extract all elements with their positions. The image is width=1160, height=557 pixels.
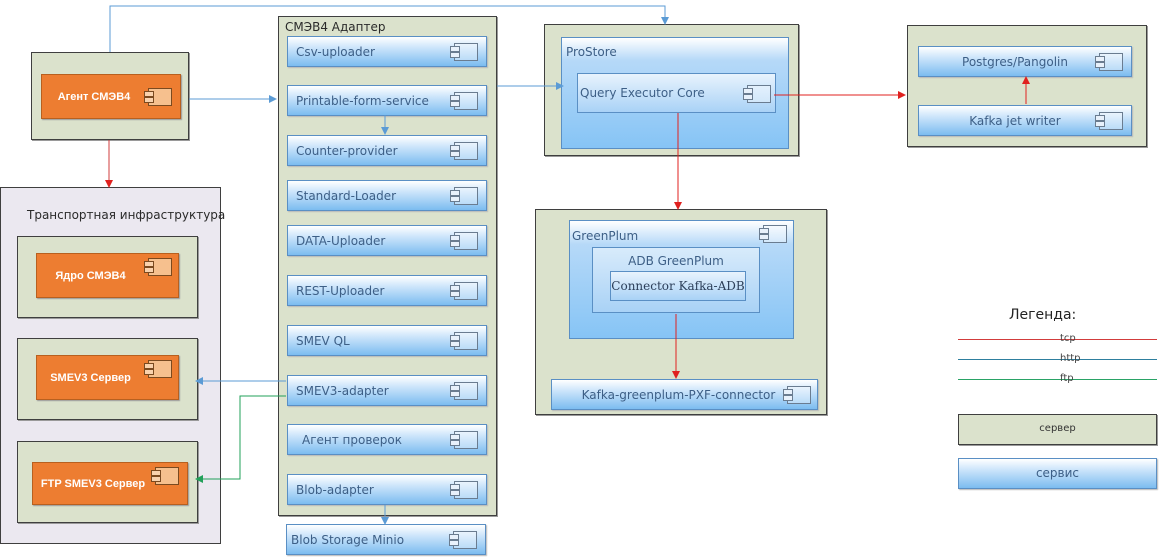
service-standard-loader[interactable]: Standard-Loader	[287, 180, 487, 211]
service-label: Blob-adapter	[296, 482, 374, 497]
service-label: Csv-uploader	[296, 44, 375, 59]
postgres-label: Postgres/Pangolin	[962, 54, 1068, 69]
service-rest-uploader[interactable]: REST-Uploader	[287, 275, 487, 306]
component-icon	[144, 258, 172, 276]
service-label: Counter-provider	[296, 143, 398, 158]
component-icon	[743, 85, 771, 103]
adb-greenplum-label: ADB GreenPlum	[628, 254, 724, 268]
adb-greenplum[interactable]: ADB GreenPlum Connector Kafka-ADB	[592, 247, 760, 313]
core-server: Ядро СМЭВ4	[17, 236, 198, 318]
ftp-smev3-server[interactable]: FTP SMEV3 Сервер	[32, 462, 188, 505]
legend-title: Легенда:	[1009, 307, 1077, 323]
legend-service-label: сервис	[1035, 466, 1080, 480]
legend-server-label: сервер	[1039, 423, 1076, 434]
legend-ftp-line	[958, 379, 1157, 380]
service-label: Printable-form-service	[296, 93, 429, 108]
legend-http-label: http	[1060, 353, 1081, 364]
legend-ftp-label: ftp	[1060, 373, 1074, 384]
legend-http-line	[958, 359, 1157, 360]
component-icon	[1095, 53, 1123, 71]
component-icon	[450, 232, 478, 250]
component-icon	[450, 187, 478, 205]
ftp-smev3-server-label: FTP SMEV3 Сервер	[40, 477, 146, 490]
postgres-pangolin[interactable]: Postgres/Pangolin	[918, 46, 1132, 77]
edge-smev3adapter-to-ftp	[195, 395, 286, 483]
legend-server-swatch: сервер	[958, 414, 1157, 445]
component-icon	[450, 332, 478, 350]
component-icon	[449, 531, 477, 549]
agent-smev4[interactable]: Агент СМЭВ4	[41, 74, 181, 119]
component-icon	[450, 382, 478, 400]
core-smev4-label: Ядро СМЭВ4	[55, 269, 126, 282]
service-label: REST-Uploader	[296, 283, 385, 298]
smev3-server[interactable]: SMEV3 Сервер	[36, 355, 179, 400]
connector-kafka-adb[interactable]: Connector Kafka-ADB	[610, 271, 746, 301]
component-icon	[450, 92, 478, 110]
blob-storage-label: Blob Storage Minio	[291, 532, 405, 547]
ftp-server-box: FTP SMEV3 Сервер	[17, 441, 198, 523]
greenplum-title: GreenPlum	[572, 229, 639, 243]
service-agent-checks[interactable]: Агент проверок	[287, 424, 487, 455]
component-icon	[144, 360, 172, 378]
transport-infrastructure: Транспортная инфраструктура Ядро СМЭВ4 S…	[0, 187, 225, 544]
smev3-server-box: SMEV3 Сервер	[17, 338, 198, 420]
service-label: Агент проверок	[302, 432, 403, 447]
service-label: SMEV3-adapter	[296, 383, 389, 398]
edge-agent-to-prostore	[109, 5, 669, 52]
service-label: Standard-Loader	[296, 188, 397, 203]
prostore[interactable]: ProStore Query Executor Core	[561, 37, 789, 149]
component-icon	[450, 142, 478, 160]
component-icon	[450, 43, 478, 61]
legend-service-swatch: сервис	[958, 458, 1157, 489]
smev3-server-label: SMEV3 Сервер	[50, 371, 131, 384]
component-icon	[450, 481, 478, 499]
component-icon	[783, 386, 811, 404]
component-icon	[144, 88, 172, 106]
service-csv-uploader[interactable]: Csv-uploader	[287, 36, 487, 67]
legend-tcp-label: tcp	[1060, 333, 1076, 344]
smev4-adapter: СМЭВ4 Адаптер Csv-uploader Printable-for…	[278, 16, 497, 516]
component-icon	[151, 467, 179, 485]
service-printable-form[interactable]: Printable-form-service	[287, 85, 487, 116]
component-icon	[450, 282, 478, 300]
component-icon	[450, 431, 478, 449]
component-icon	[759, 225, 787, 243]
service-label: DATA-Uploader	[296, 233, 386, 248]
prostore-server: ProStore Query Executor Core	[544, 24, 799, 156]
legend-tcp-line	[958, 339, 1157, 340]
pxf-connector-label: Kafka-greenplum-PXF-connector	[581, 387, 776, 402]
greenplum[interactable]: GreenPlum ADB GreenPlum Connector Kafka-…	[569, 220, 794, 339]
service-counter-provider[interactable]: Counter-provider	[287, 135, 487, 166]
service-smev-ql[interactable]: SMEV QL	[287, 325, 487, 356]
service-label: SMEV QL	[296, 333, 350, 348]
service-blob-adapter[interactable]: Blob-adapter	[287, 474, 487, 505]
service-smev3-adapter[interactable]: SMEV3-adapter	[287, 375, 487, 406]
adapter-title: СМЭВ4 Адаптер	[285, 20, 386, 34]
service-data-uploader[interactable]: DATA-Uploader	[287, 225, 487, 256]
prostore-title: ProStore	[566, 45, 617, 59]
transport-title: Транспортная инфраструктура	[27, 208, 226, 222]
query-executor-label: Query Executor Core	[580, 86, 705, 100]
query-executor-core[interactable]: Query Executor Core	[577, 73, 776, 113]
agent-smev4-label: Агент СМЭВ4	[57, 90, 131, 103]
postgres-server: Postgres/Pangolin Kafka jet writer	[907, 25, 1147, 147]
core-smev4[interactable]: Ядро СМЭВ4	[36, 253, 179, 298]
connector-label: Connector Kafka-ADB	[611, 279, 745, 293]
greenplum-server: GreenPlum ADB GreenPlum Connector Kafka-…	[535, 209, 827, 415]
agent-server: Агент СМЭВ4	[31, 52, 189, 140]
kafka-jet-writer[interactable]: Kafka jet writer	[918, 105, 1132, 136]
component-icon	[1095, 112, 1123, 130]
kafka-greenplum-pxf-connector[interactable]: Kafka-greenplum-PXF-connector	[551, 379, 818, 410]
kafka-jet-writer-label: Kafka jet writer	[969, 113, 1061, 128]
